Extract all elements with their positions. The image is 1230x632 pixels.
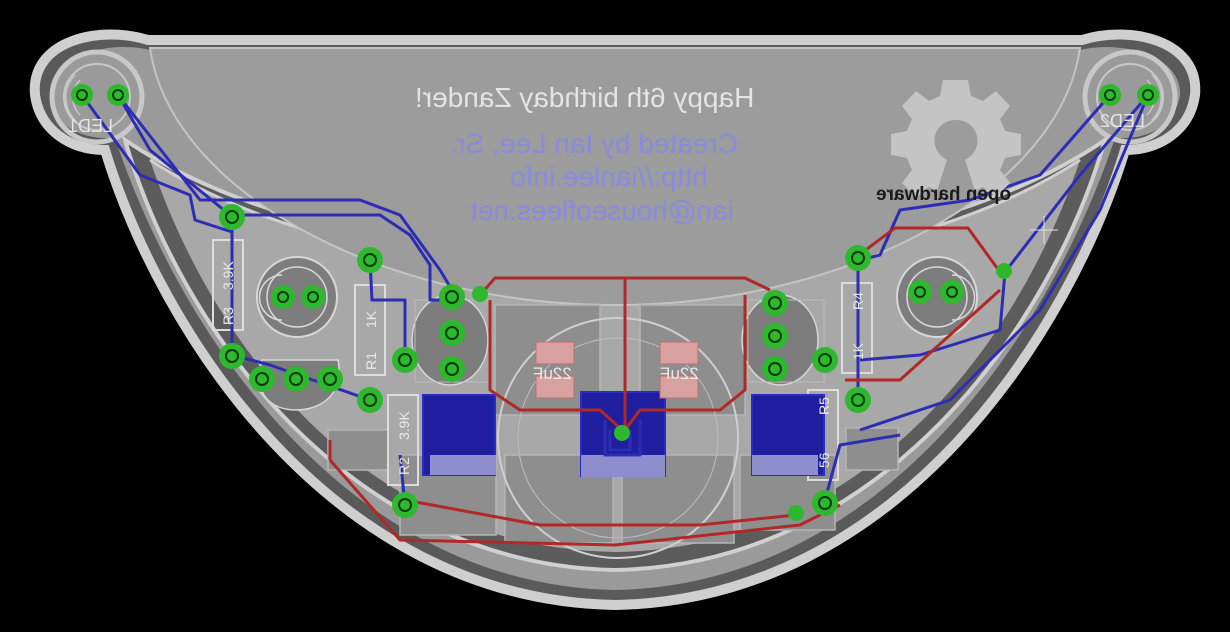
top-dome (148, 47, 1082, 307)
top-traces (328, 226, 1002, 547)
bottom-pads (422, 391, 825, 477)
battery-inner-outline (517, 337, 719, 539)
silk-url: http://ianlee.info (510, 161, 708, 192)
r4-value-label: 1K (850, 342, 866, 360)
r1-label: R1 (363, 352, 379, 370)
origin-crosshairs (1030, 216, 1058, 244)
r3-value-label: 3.9K (220, 261, 236, 290)
led2-label: LED2 (1100, 111, 1145, 131)
c2-label: 22uF (660, 364, 699, 383)
r5-label: R5 (816, 397, 832, 415)
r3-label: R3 (220, 307, 236, 325)
pot-left-footprint (256, 256, 338, 338)
led1-label: LED1 (68, 116, 113, 136)
cap-pads (535, 341, 699, 399)
r2-label: R2 (396, 457, 412, 475)
silk-title: Happy 6th birthday Zander! (415, 82, 754, 113)
silk-credit: Created by Ian Lee, Sr. (450, 128, 738, 159)
r4-label: R4 (850, 292, 866, 310)
r2-value-label: 3.9K (396, 411, 412, 440)
led1-footprint (49, 49, 145, 145)
bottom-traces (80, 94, 1150, 506)
open-hardware-logo-icon (891, 80, 1021, 197)
c1-label: 22uF (533, 364, 572, 383)
r5-value-label: 56 (816, 452, 832, 468)
r1-value-label: 1K (363, 310, 379, 328)
pot-right-footprint (896, 256, 978, 338)
battery-outline (497, 317, 739, 559)
silk-logo-caption: open hardware (876, 184, 1011, 205)
silk-email: ian@houseoflees.net (470, 195, 734, 226)
vias (71, 84, 1159, 521)
